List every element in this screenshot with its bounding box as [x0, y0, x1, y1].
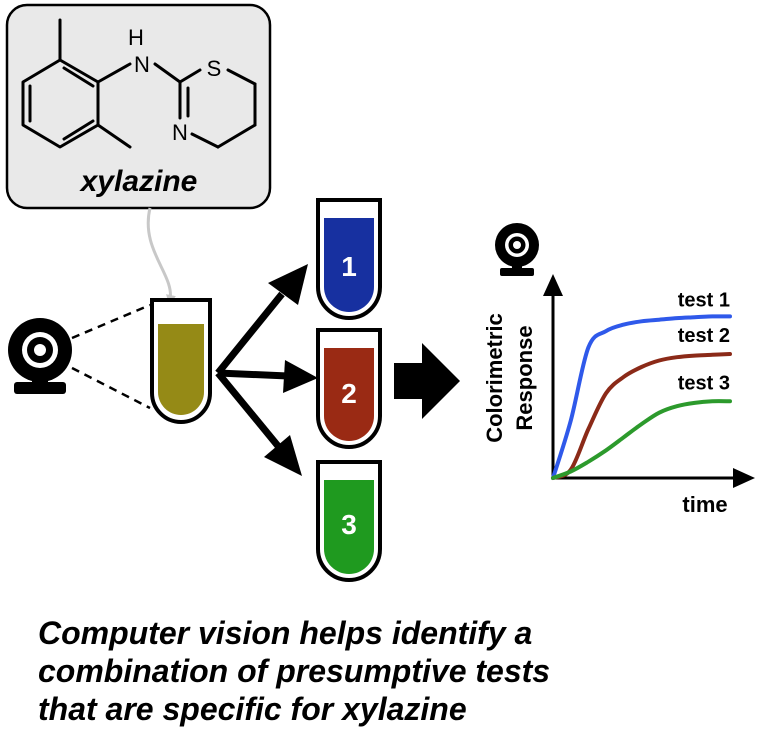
- series-line-3: [551, 399, 732, 480]
- x-axis-arrowhead: [733, 468, 755, 488]
- bond-ch2-ch2b: [216, 123, 257, 149]
- molecule-pointer-arrow: [146, 207, 176, 305]
- tube-2-liquid: [324, 348, 374, 441]
- molecule-box: [5, 3, 272, 210]
- sample-liquid: [158, 324, 204, 415]
- webcam-icon: [8, 318, 72, 394]
- view-line-bottom: [71, 366, 151, 410]
- bond-c-s: [178, 68, 202, 84]
- series-line-1: [551, 314, 732, 480]
- bond-nh-c: [153, 62, 182, 84]
- bond-c-nh: [96, 62, 132, 84]
- test-tube-2: 2: [316, 328, 382, 449]
- y-axis-label-line1: Colorimetric: [482, 313, 507, 443]
- bond-ch2-n: [190, 132, 220, 149]
- atom-n-amine: N: [134, 52, 150, 77]
- ring-double-bond: [62, 66, 95, 88]
- series-label-2: test 2: [678, 325, 730, 347]
- process-arrow: [394, 343, 460, 419]
- series-label-3: test 3: [678, 372, 730, 394]
- series-line-2: [551, 352, 732, 480]
- atom-s: S: [207, 56, 222, 81]
- molecule-name: xylazine: [79, 165, 198, 198]
- colorimetric-chart: test 1 test 2 test 3 time Colorimetric Res…: [482, 274, 755, 517]
- tube-3-liquid: [324, 480, 374, 574]
- webcam-small-icon: [495, 223, 539, 276]
- molecule-panel: H N S N xylazine: [5, 3, 272, 210]
- y-axis-arrowhead: [543, 274, 563, 296]
- series-layer: test 1 test 2 test 3: [551, 289, 732, 480]
- y-axis-label-line2: Response: [512, 325, 537, 430]
- atom-n-ring: N: [172, 120, 188, 145]
- ring-double-bond: [62, 119, 95, 141]
- test-tube-3: 3: [316, 460, 382, 582]
- caption-line-1: Computer vision helps identify a: [38, 615, 533, 651]
- xylazine-test-diagram: H N S N xylazine 1 2: [5, 3, 755, 582]
- x-axis-label: time: [682, 492, 727, 517]
- tube-1-label: 1: [341, 251, 357, 282]
- methyl-bottom: [96, 123, 132, 149]
- series-label-1: test 1: [678, 289, 730, 311]
- caption-line-3: that are specific for xylazine: [38, 691, 467, 727]
- caption: Computer vision helps identify a combina…: [38, 614, 738, 728]
- sample-tube: [150, 298, 212, 424]
- tube-3-label: 3: [341, 509, 357, 540]
- y-axis-label: Colorimetric Response: [482, 313, 537, 443]
- atom-h: H: [128, 25, 144, 50]
- branch-arrows: [215, 264, 318, 476]
- bond-s-ch2: [226, 68, 257, 86]
- view-line-top: [71, 303, 151, 340]
- caption-line-2: combination of presumptive tests: [38, 653, 551, 689]
- test-tube-1: 1: [316, 198, 382, 320]
- xylazine-structure: [21, 18, 257, 149]
- tube-1-liquid: [324, 218, 374, 312]
- tube-2-label: 2: [341, 378, 357, 409]
